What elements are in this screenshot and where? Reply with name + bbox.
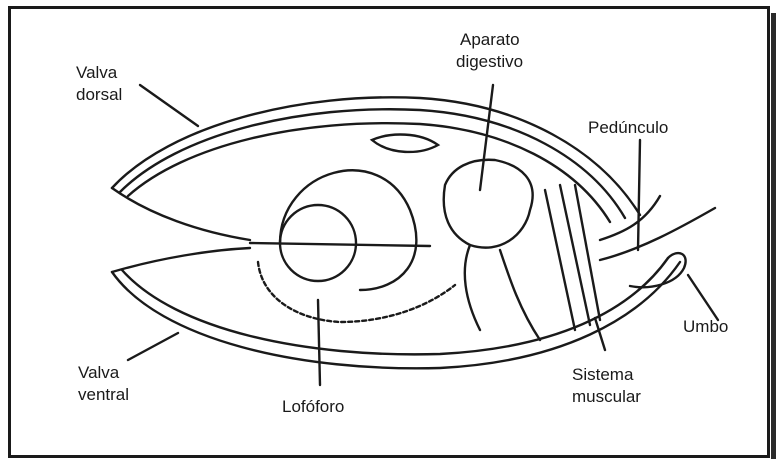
label-pedunculo: Pedúnculo <box>588 118 668 137</box>
label-valva-dorsal: Valva dorsal <box>76 63 122 104</box>
digestive-gut <box>444 160 533 248</box>
leader-lofoforo <box>318 300 320 385</box>
muscle-bundle-2 <box>560 185 590 325</box>
dorsal-lip <box>112 188 250 240</box>
label-sistema-muscular: Sistema muscular <box>572 365 641 406</box>
muscle-bundle-3 <box>575 185 600 320</box>
leader-umbo <box>688 275 718 320</box>
leader-sistema <box>595 318 605 350</box>
leader-valva-dorsal <box>140 85 198 126</box>
label-umbo: Umbo <box>683 317 728 336</box>
label-lofoforo: Lofóforo <box>282 397 344 416</box>
leader-valva-ventral <box>128 333 178 360</box>
leader-pedunculo <box>638 140 640 250</box>
lophophore-axis <box>250 243 430 246</box>
lophophore-spiral <box>280 170 416 290</box>
pedicle <box>600 196 660 240</box>
lophophore-coil <box>258 262 455 322</box>
muscle-bundle-1 <box>545 190 575 330</box>
gonad-shape <box>372 135 438 152</box>
ventral-lip <box>112 248 250 272</box>
label-valva-ventral: Valva ventral <box>78 363 129 404</box>
label-aparato-digestivo: Aparato digestivo <box>456 30 524 71</box>
digestive-tract <box>465 245 540 340</box>
dorsal-valve-outer <box>112 97 640 215</box>
